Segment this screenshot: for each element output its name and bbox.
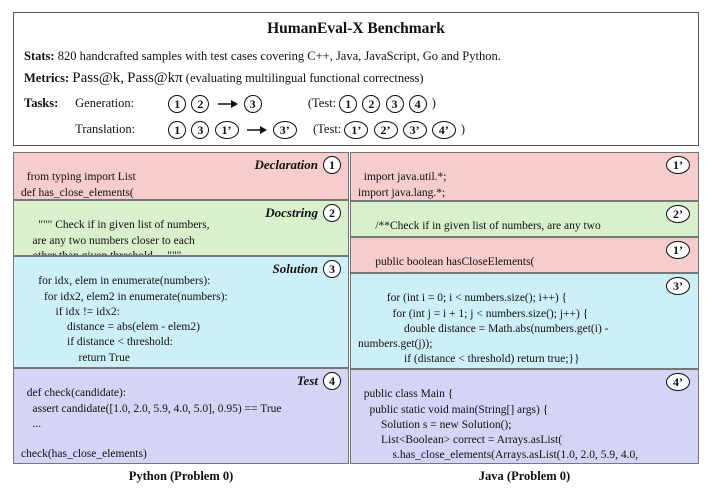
trans-test-circle: 2’ [373,121,398,139]
java-solution-code: for (int i = 0; i < numbers.size(); i++)… [358,292,609,366]
trans-test-close: ) [460,121,466,136]
translation-label: Translation: [75,121,136,136]
tasks-generation-line: Tasks: Generation: 1 2 3 (Test: 1 2 3 4 … [24,95,436,113]
java-declaration-b-num: 1’ [666,241,690,259]
python-test-code: def check(candidate): assert candidate([… [21,387,282,461]
gen-test-open: (Test: [307,95,337,110]
java-test-num: 4’ [666,373,690,391]
python-declaration-num: 1 [323,156,341,174]
python-docstring-block: """ Check if in given list of numbers, a… [13,200,349,256]
trans-input-circle: 1’ [214,121,239,139]
trans-output-circle: 3’ [272,121,297,139]
java-docstring-num: 2’ [666,205,690,223]
tasks-label: Tasks: [24,95,59,110]
java-docstring-code: /**Check if in given list of numbers, ar… [370,220,622,236]
java-solution-num: 3’ [666,277,690,295]
trans-test-circle: 3’ [402,121,427,139]
gen-test-close: ) [431,95,436,110]
test-tag: Test 4 [297,372,343,390]
generation-label: Generation: [75,95,135,110]
stats-text: 820 handcrafted samples with test cases … [57,49,501,63]
arrow-right-icon [246,126,267,134]
gen-output-circle: 3 [243,95,262,113]
java-caption: Java (Problem 0) [478,469,571,483]
java-solution-block: for (int i = 0; i < numbers.size(); i++)… [350,273,699,369]
gen-test-circle: 2 [362,95,381,113]
python-solution-code: for idx, elem in enumerate(numbers): for… [38,275,228,364]
benchmark-summary-box: HumanEval-X Benchmark Stats: 820 handcra… [13,12,699,146]
trans-input-circle: 1 [168,121,187,139]
python-caption: Python (Problem 0) [128,469,234,483]
metric-pass-at-k-pi: Pass@kπ [127,70,183,86]
python-test-num: 4 [323,372,341,390]
java-declaration-b-code: public boolean hasCloseElements( List<Do… [375,256,583,272]
trans-test-open: (Test: [313,121,342,136]
stats-line: Stats: 820 handcrafted samples with test… [24,49,501,64]
java-declaration-a-num: 1’ [666,156,690,174]
python-test-block: def check(candidate): assert candidate([… [13,368,349,464]
metric-pass-at-k: Pass@k, [72,70,124,86]
trans-test-circle: 1’ [344,121,369,139]
java-test-code: public class Main { public static void m… [363,388,639,462]
docstring-label: Docstring [265,205,318,221]
solution-label: Solution [272,261,318,277]
metrics-line: Metrics: Pass@k, Pass@kπ (evaluating mul… [24,70,424,87]
python-declaration-code: from typing import List def has_close_el… [21,171,136,199]
benchmark-title: HumanEval-X Benchmark [267,20,445,37]
declaration-label: Declaration [254,157,318,173]
metrics-label: Metrics: [24,71,70,85]
python-docstring-code: """ Check if in given list of numbers, a… [32,219,210,256]
gen-test-circle: 1 [339,95,358,113]
docstring-tag: Docstring 2 [265,204,343,222]
test-label: Test [296,373,318,389]
java-declaration-a-code: import java.util.*; import java.lang.*; … [358,171,447,199]
trans-test-circle: 4’ [431,121,456,139]
python-declaration-block: from typing import List def has_close_el… [13,152,349,200]
gen-input-circle: 1 [168,95,187,113]
stats-label: Stats: [24,49,55,63]
python-solution-num: 3 [323,260,341,278]
gen-test-circle: 4 [408,95,427,113]
metrics-text: (evaluating multilingual functional corr… [185,71,424,85]
gen-input-circle: 2 [191,95,210,113]
arrow-right-icon [217,100,238,108]
trans-input-circle: 3 [191,121,210,139]
java-declaration-block-a: import java.util.*; import java.lang.*; … [350,152,699,201]
python-docstring-num: 2 [323,204,341,222]
java-declaration-block-b: public boolean hasCloseElements( List<Do… [350,237,699,273]
python-solution-block: for idx, elem in enumerate(numbers): for… [13,256,349,368]
gen-test-circle: 3 [385,95,404,113]
java-docstring-block: /**Check if in given list of numbers, ar… [350,201,699,237]
declaration-tag: Declaration 1 [254,156,343,174]
java-test-block: public class Main { public static void m… [350,369,699,464]
tasks-translation-line: Translation: 1 3 1’ 3’ (Test: 1’ 2’ 3’ 4… [24,121,465,139]
solution-tag: Solution 3 [272,260,343,278]
